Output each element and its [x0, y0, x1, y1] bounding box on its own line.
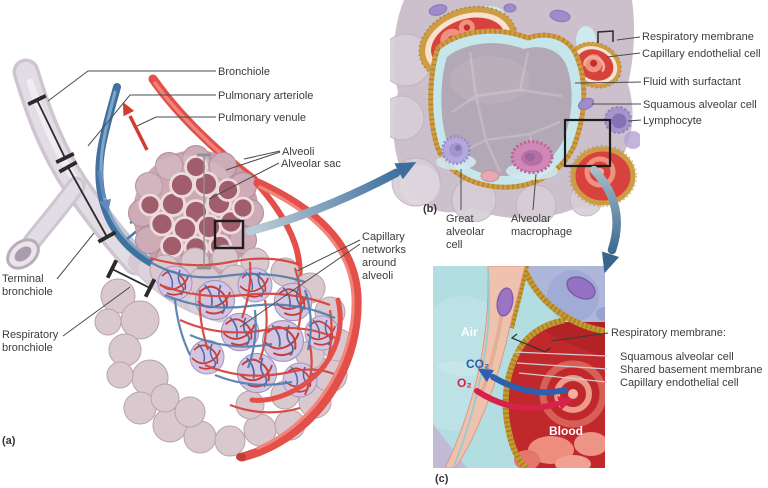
great-alveolar-cell [441, 135, 471, 165]
label-squamous-alveolar-c: Squamous alveolar cell [620, 351, 734, 363]
panel-b-illustration [390, 0, 640, 222]
cell-nucleus [496, 287, 514, 317]
cut-tube-opening [6, 238, 40, 270]
measurement-brackets [27, 93, 211, 298]
co2-arrow [477, 368, 568, 396]
label-capillary-endothelial-b: Capillary endothelial cell [642, 48, 761, 60]
leader-lines-b [460, 30, 642, 211]
basement-membrane-gold [502, 266, 605, 468]
label-squamous-alveolar-b: Squamous alveolar cell [643, 99, 757, 111]
blood-capillary-region [505, 322, 605, 468]
arteriole-flow-arrow [97, 170, 112, 213]
label-respiratory-membrane-c: Respiratory membrane: [611, 327, 726, 339]
panel-tag-c: (c) [435, 473, 449, 485]
label-blood: Blood [549, 424, 583, 438]
label-terminal-bronchiole: Terminal bronchiole [2, 273, 53, 298]
label-capillary-endothelial-c: Capillary endothelial cell [620, 377, 739, 389]
label-o2: O₂ [457, 376, 472, 390]
label-co2: CO₂ [466, 357, 490, 371]
label-fluid-with-surfactant: Fluid with surfactant [643, 76, 741, 88]
panel-tag-b: (b) [423, 203, 438, 215]
label-respiratory-membrane-b: Respiratory membrane [642, 31, 754, 43]
label-bronchiole: Bronchiole [218, 66, 270, 78]
zoom-box-a [213, 219, 245, 250]
zoom-box-b [563, 118, 612, 168]
label-alveoli: Alveoli [282, 146, 315, 158]
magnify-arrow-b-to-c [589, 165, 621, 274]
label-alveolar-sac: Alveolar sac [281, 158, 341, 170]
label-lymphocyte: Lymphocyte [643, 115, 702, 127]
label-respiratory-bronchiole: Respiratory bronchiole [2, 329, 59, 354]
lower-alveoli-cluster [94, 244, 355, 457]
venule-flow-arrow [122, 101, 149, 151]
red-capillary-web [149, 256, 343, 414]
squamous-cell-nucleus [577, 97, 595, 111]
label-air: Air [461, 325, 478, 339]
o2-arrow [474, 388, 574, 411]
label-shared-basement-membrane: Shared basement membrane [620, 364, 763, 376]
panel-tag-a: (a) [2, 435, 16, 447]
panel-c-illustration [433, 266, 605, 468]
label-pulmonary-arteriole: Pulmonary arteriole [218, 90, 314, 102]
label-capillary-networks: Capillary networks around alveoli [362, 231, 407, 282]
label-alveolar-macrophage: Alveolar macrophage [511, 213, 573, 238]
label-great-alveolar-cell: Great alveolar cell [446, 213, 485, 251]
blue-capillary-web [149, 261, 336, 386]
squamous-alveolar-cell-strip [444, 266, 526, 468]
alveolar-macrophage-cell [510, 140, 554, 174]
leader-lines-c [510, 332, 609, 383]
magnify-arrow-a-to-b [245, 161, 417, 236]
label-pulmonary-venule: Pulmonary venule [218, 112, 307, 124]
